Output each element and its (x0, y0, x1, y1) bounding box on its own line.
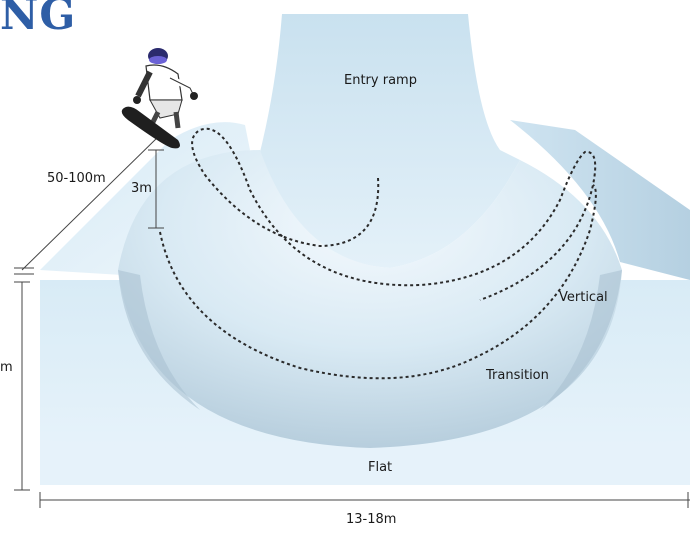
label-wall-height: m (0, 360, 13, 375)
label-vert-height: 3m (131, 181, 152, 196)
label-vertical: Vertical (559, 290, 608, 305)
label-entry-ramp: Entry ramp (344, 73, 417, 88)
label-width: 13-18m (346, 512, 396, 527)
label-flat: Flat (368, 460, 392, 475)
page-title-fragment: NG (0, 0, 76, 39)
label-length: 50-100m (47, 171, 106, 186)
label-transition: Transition (486, 368, 549, 383)
